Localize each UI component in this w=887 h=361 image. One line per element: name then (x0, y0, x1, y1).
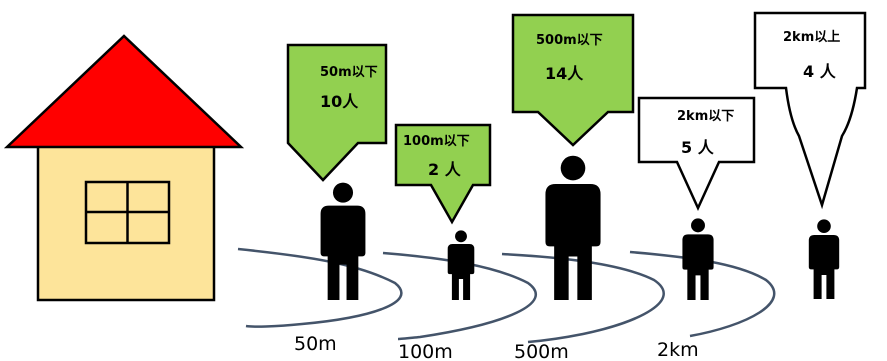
callout-count-label: 5 人 (681, 138, 715, 157)
callout-count-label: 4 人 (803, 62, 837, 81)
person-icon (545, 155, 601, 300)
callout-count-label: 2 人 (428, 160, 462, 179)
house-roof (3, 34, 245, 149)
callout-range-label: 500m以下 (536, 33, 603, 48)
distance-label-2km: 2km (657, 339, 699, 361)
down-arrow-icon (753, 11, 867, 210)
callout-500m: 500m以下 14人 (511, 13, 635, 147)
down-arrow-icon (637, 96, 756, 212)
callout-100m: 100m以下 2 人 (394, 123, 492, 225)
ring-500m (501, 252, 665, 344)
person-icon (808, 219, 840, 299)
ring-50m (237, 247, 403, 328)
callout-count-label: 10人 (320, 92, 359, 111)
callout-count-label: 14人 (545, 64, 584, 83)
callout-range-label: 2km以下 (677, 109, 734, 124)
callout-range-label: 50m以下 (320, 65, 378, 80)
house-window (84, 180, 171, 245)
down-arrow-icon (286, 43, 388, 182)
distance-label-500m: 500m (514, 341, 569, 361)
callout-range-label: 100m以下 (403, 134, 470, 149)
distance-label-100m: 100m (398, 341, 453, 361)
callout-2km-under: 2km以下 5 人 (637, 96, 756, 212)
distance-label-50m: 50m (294, 333, 337, 355)
house-icon (3, 34, 245, 302)
callout-50m: 50m以下 10人 (286, 43, 388, 182)
person-icon (447, 230, 475, 300)
callout-2km-over: 2km以上 4 人 (753, 11, 867, 210)
person-icon (320, 182, 366, 300)
person-icon (682, 218, 714, 300)
callout-range-label: 2km以上 (783, 30, 840, 45)
down-arrow-icon (394, 123, 492, 225)
down-arrow-icon (511, 13, 635, 147)
